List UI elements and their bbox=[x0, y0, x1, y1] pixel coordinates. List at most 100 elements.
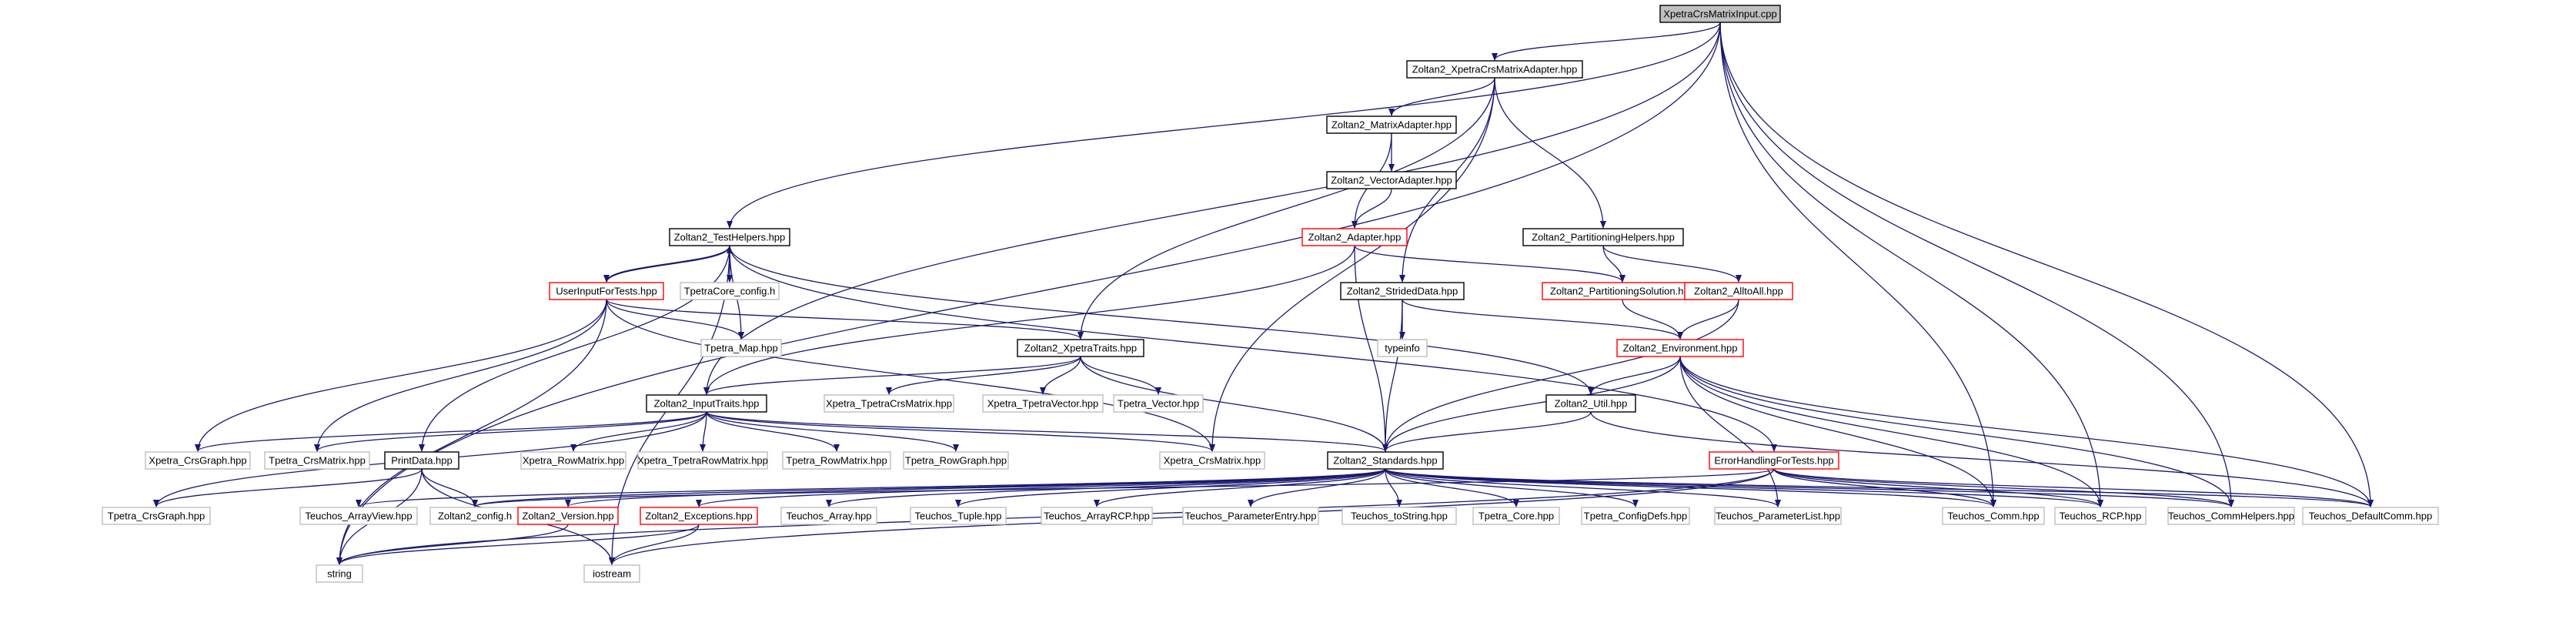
node-xp-tpetracrsmatrix: Xpetra_TpetraCrsMatrix.hpp bbox=[824, 394, 954, 413]
node-box bbox=[2302, 507, 2439, 525]
node-errorhandling[interactable]: ErrorHandlingForTests.hpp bbox=[1709, 451, 1839, 470]
node-te-rcp: Teuchos_RCP.hpp bbox=[2054, 507, 2147, 525]
node-vectoradapter[interactable]: Zoltan2_VectorAdapter.hpp bbox=[1326, 171, 1457, 189]
node-box bbox=[903, 451, 1009, 470]
node-box bbox=[549, 282, 664, 300]
node-label: Zoltan2_Util.hpp bbox=[1555, 397, 1628, 409]
node-box bbox=[299, 507, 418, 525]
edge-z2_exceptions-to-string bbox=[336, 524, 700, 565]
node-box bbox=[384, 451, 459, 470]
edge-environment-to-te_comm bbox=[1679, 356, 1996, 507]
edge-errorhandling-to-te_rcp bbox=[1773, 468, 2103, 507]
edge-standards-to-te_defaultcomm bbox=[1385, 468, 2374, 507]
node-typeinfo: typeinfo bbox=[1377, 339, 1428, 357]
node-util[interactable]: Zoltan2_Util.hpp bbox=[1545, 394, 1636, 413]
node-box bbox=[824, 394, 954, 413]
node-standards[interactable]: Zoltan2_Standards.hpp bbox=[1327, 451, 1444, 470]
node-label: string bbox=[327, 567, 352, 579]
edge-userinput-to-xpetratraits bbox=[606, 299, 1084, 340]
edge-testhelpers-to-util bbox=[729, 245, 1594, 395]
node-box bbox=[145, 451, 251, 470]
edge-inputtraits-to-xp_crsgraph bbox=[195, 411, 707, 452]
node-tp-crsgraph: Tpetra_CrsGraph.hpp bbox=[102, 507, 211, 525]
node-box bbox=[1327, 451, 1444, 470]
node-label: Xpetra_TpetraVector.hpp bbox=[987, 397, 1099, 409]
edge-errorhandling-to-z2_config bbox=[472, 468, 1775, 507]
node-partsolution[interactable]: Zoltan2_PartitioningSolution.hpp bbox=[1542, 282, 1703, 300]
node-box bbox=[1340, 282, 1465, 300]
node-label: Xpetra_CrsMatrix.hpp bbox=[1164, 454, 1261, 466]
edge-util-to-te_defaultcomm bbox=[1590, 411, 2374, 507]
node-box bbox=[1472, 507, 1560, 525]
edge-environment-to-util bbox=[1588, 356, 1681, 395]
node-box bbox=[1545, 394, 1636, 413]
edge-standards-to-te_paramentry bbox=[1248, 468, 1386, 507]
node-inputtraits[interactable]: Zoltan2_InputTraits.hpp bbox=[646, 394, 767, 413]
edge-xpetratraits-to-inputtraits bbox=[703, 356, 1081, 395]
edge-parthelpers-to-alltoall bbox=[1602, 245, 1742, 283]
node-box bbox=[1942, 507, 2045, 525]
node-te-paramentry: Teuchos_ParameterEntry.hpp bbox=[1182, 507, 1319, 525]
node-z2-exceptions[interactable]: Zoltan2_Exceptions.hpp bbox=[640, 507, 758, 525]
node-box bbox=[1684, 282, 1793, 300]
node-xp-tpetrarowmatrix: Xpetra_TpetraRowMatrix.hpp bbox=[637, 451, 768, 470]
node-userinput[interactable]: UserInputForTests.hpp bbox=[549, 282, 664, 300]
node-printdata[interactable]: PrintData.hpp bbox=[384, 451, 459, 470]
edge-environment-to-te_commhelpers bbox=[1679, 356, 2234, 507]
node-box bbox=[517, 507, 619, 525]
node-strided[interactable]: Zoltan2_StridedData.hpp bbox=[1340, 282, 1465, 300]
edge-standards-to-z2_exceptions bbox=[696, 468, 1386, 507]
node-label: Zoltan2_Environment.hpp bbox=[1623, 342, 1738, 353]
node-label: Teuchos_toString.hpp bbox=[1351, 510, 1448, 521]
node-label: Xpetra_RowMatrix.hpp bbox=[523, 454, 624, 466]
node-box bbox=[264, 451, 370, 470]
node-label: Zoltan2_InputTraits.hpp bbox=[654, 397, 760, 409]
node-matrixadapter[interactable]: Zoltan2_MatrixAdapter.hpp bbox=[1326, 115, 1457, 134]
node-te-comm: Teuchos_Comm.hpp bbox=[1942, 507, 2045, 525]
node-te-arrayrcp: Teuchos_ArrayRCP.hpp bbox=[1041, 507, 1153, 525]
node-label: Zoltan2_AlltoAll.hpp bbox=[1694, 285, 1783, 296]
edge-root-to-te_defaultcomm bbox=[1719, 22, 2374, 507]
node-box bbox=[982, 394, 1104, 413]
node-environment[interactable]: Zoltan2_Environment.hpp bbox=[1616, 339, 1744, 357]
edge-xpetratraits-to-xp_tpetravector bbox=[1040, 356, 1081, 395]
node-testhelpers[interactable]: Zoltan2_TestHelpers.hpp bbox=[669, 228, 790, 246]
edge-inputtraits-to-tp_crsmatrix bbox=[314, 411, 707, 452]
node-alltoall[interactable]: Zoltan2_AlltoAll.hpp bbox=[1684, 282, 1793, 300]
edge-userinput-to-xp_crsmatrix bbox=[606, 299, 1215, 452]
node-box bbox=[646, 394, 767, 413]
edge-adapter_hpp-to-xpetratraits bbox=[1078, 77, 1495, 340]
edge-adapter-to-inputtraits bbox=[703, 245, 1355, 395]
node-xpetratraits[interactable]: Zoltan2_XpetraTraits.hpp bbox=[1017, 339, 1144, 357]
edge-printdata-to-z2_config bbox=[421, 468, 478, 507]
node-label: Zoltan2_Exceptions.hpp bbox=[645, 510, 752, 521]
node-adapter[interactable]: Zoltan2_Adapter.hpp bbox=[1301, 228, 1408, 246]
node-tp-rowmatrix: Tpetra_RowMatrix.hpp bbox=[782, 451, 891, 470]
edge-standards-to-te_arrayrcp bbox=[1094, 468, 1386, 507]
node-box bbox=[583, 564, 640, 583]
node-label: Zoltan2_Standards.hpp bbox=[1333, 454, 1437, 466]
node-box bbox=[1581, 507, 1690, 525]
node-label: Tpetra_Core.hpp bbox=[1478, 510, 1554, 521]
node-box bbox=[1714, 507, 1842, 525]
node-box bbox=[520, 451, 626, 470]
edge-standards-to-z2_config bbox=[472, 468, 1386, 507]
edge-printdata-to-tp_crsgraph bbox=[153, 468, 423, 507]
edge-inputtraits-to-tp_rowgraph bbox=[706, 411, 959, 452]
node-label: Zoltan2_PartitioningHelpers.hpp bbox=[1532, 231, 1675, 243]
node-label: Teuchos_ParameterEntry.hpp bbox=[1184, 510, 1316, 521]
node-label: XpetraCrsMatrixInput.cpp bbox=[1663, 8, 1776, 19]
node-box bbox=[1341, 507, 1457, 525]
node-adapter-hpp[interactable]: Zoltan2_XpetraCrsMatrixAdapter.hpp bbox=[1406, 60, 1583, 79]
node-z2-version[interactable]: Zoltan2_Version.hpp bbox=[517, 507, 619, 525]
node-parthelpers[interactable]: Zoltan2_PartitioningHelpers.hpp bbox=[1522, 228, 1684, 246]
edge-root-to-te_comm bbox=[1719, 22, 1996, 507]
node-label: Teuchos_Tuple.hpp bbox=[915, 510, 1002, 521]
node-xp-crsmatrix: Xpetra_CrsMatrix.hpp bbox=[1159, 451, 1265, 470]
edge-z2_version-to-string bbox=[336, 524, 569, 565]
node-label: Zoltan2_MatrixAdapter.hpp bbox=[1331, 119, 1452, 130]
edge-standards-to-te_arrayview bbox=[356, 468, 1386, 507]
node-label: Tpetra_ConfigDefs.hpp bbox=[1584, 510, 1687, 521]
edge-inputtraits-to-xp_crsmatrix bbox=[706, 411, 1215, 452]
node-te-defaultcomm: Teuchos_DefaultComm.hpp bbox=[2302, 507, 2439, 525]
